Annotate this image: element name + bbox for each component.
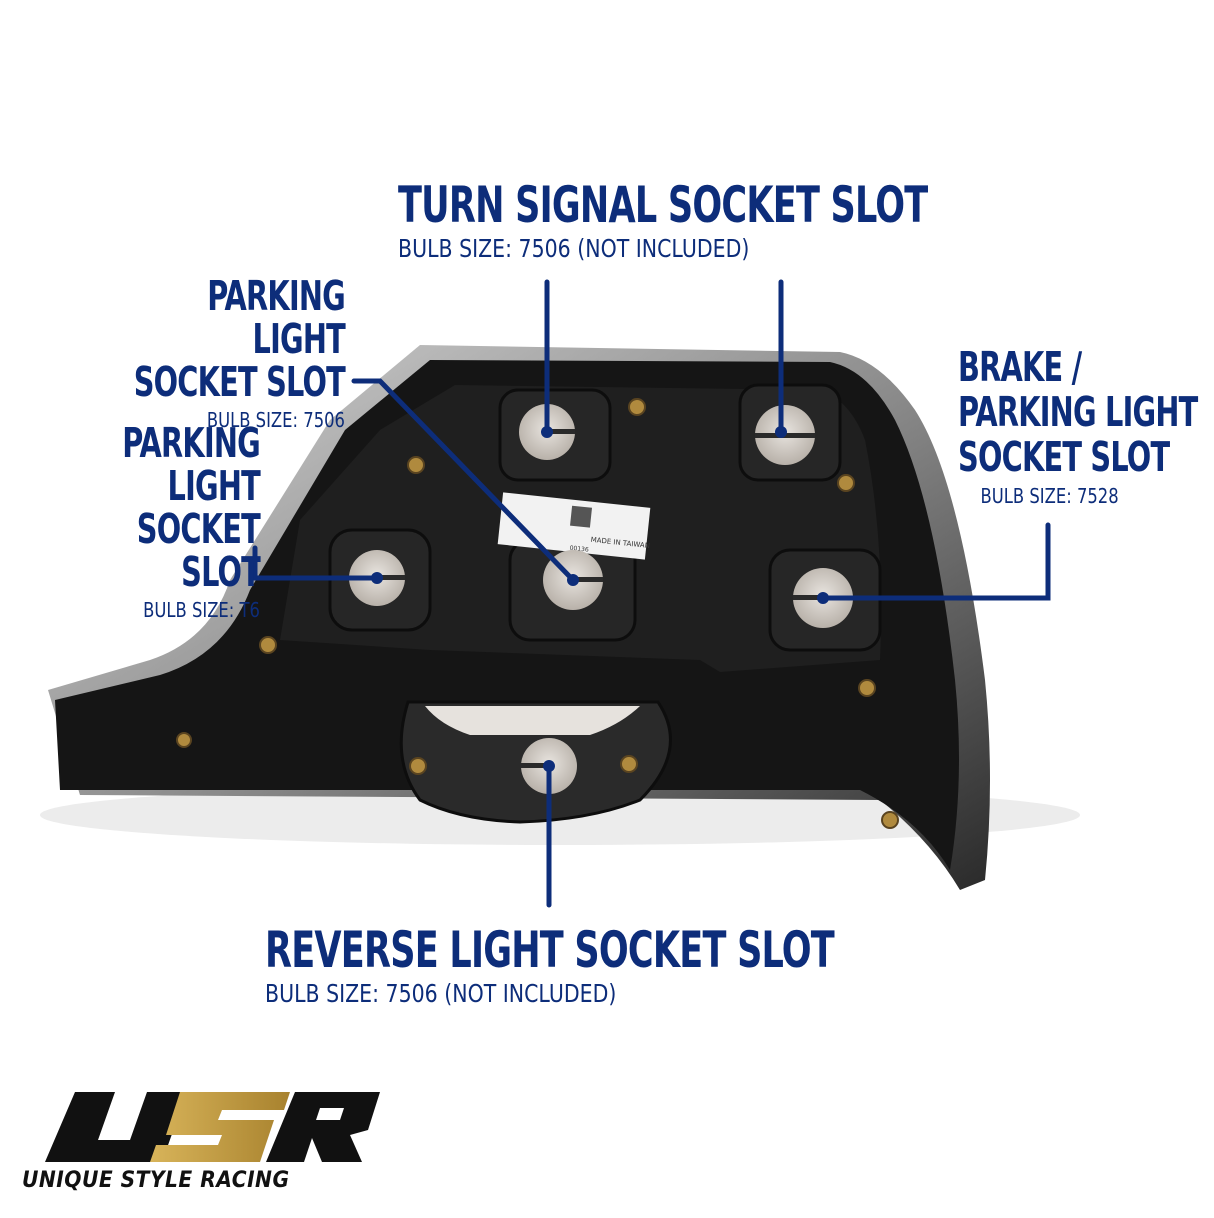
callout-brake-parking: [820, 522, 1051, 601]
label-parking-lower-bulb: BULB SIZE: T6: [143, 598, 260, 623]
label-brake-parking-bulb: BULB SIZE: 7528: [980, 484, 1119, 509]
label-parking-upper-title: PARKING LIGHT SOCKET SLOT: [133, 272, 346, 407]
label-turn-signal-bulb: BULB SIZE: 7506 (NOT INCLUDED): [398, 234, 750, 263]
label-parking-upper-bulb: BULB SIZE: 7506: [206, 408, 345, 433]
callout-dots: [371, 426, 829, 772]
label-parking-lower-title: PARKING LIGHT SOCKET SLOT: [122, 419, 261, 597]
label-reverse: REVERSE LIGHT SOCKET SLOT BULB SIZE: 750…: [265, 925, 1005, 1008]
callout-parking-lower: [252, 545, 380, 581]
mounting-studs: [176, 398, 899, 829]
sticker-qr-code: [570, 505, 593, 528]
label-brake-parking: BRAKE / PARKING LIGHT SOCKET SLOT BULB S…: [958, 343, 1214, 509]
callout-lines: [252, 279, 1051, 908]
label-parking-lower: PARKING LIGHT SOCKET SLOT BULB SIZE: T6: [10, 419, 261, 623]
label-reverse-bulb: BULB SIZE: 7506 (NOT INCLUDED): [265, 979, 617, 1008]
callout-parking-upper: [351, 378, 576, 583]
label-turn-signal: TURN SIGNAL SOCKET SLOT BULB SIZE: 7506 …: [398, 180, 1098, 263]
sticker-code: 00136: [569, 545, 589, 554]
label-parking-upper: PARKING LIGHT SOCKET SLOT BULB SIZE: 750…: [40, 272, 346, 433]
usr-logo-mark: [45, 1092, 380, 1162]
logo-tagline: UNIQUE STYLE RACING: [22, 1168, 290, 1193]
label-turn-signal-title: TURN SIGNAL SOCKET SLOT: [398, 176, 928, 234]
label-brake-parking-title: BRAKE / PARKING LIGHT SOCKET SLOT: [958, 343, 1198, 482]
label-reverse-title: REVERSE LIGHT SOCKET SLOT: [265, 921, 835, 979]
reverse-lens-window: [425, 706, 640, 735]
